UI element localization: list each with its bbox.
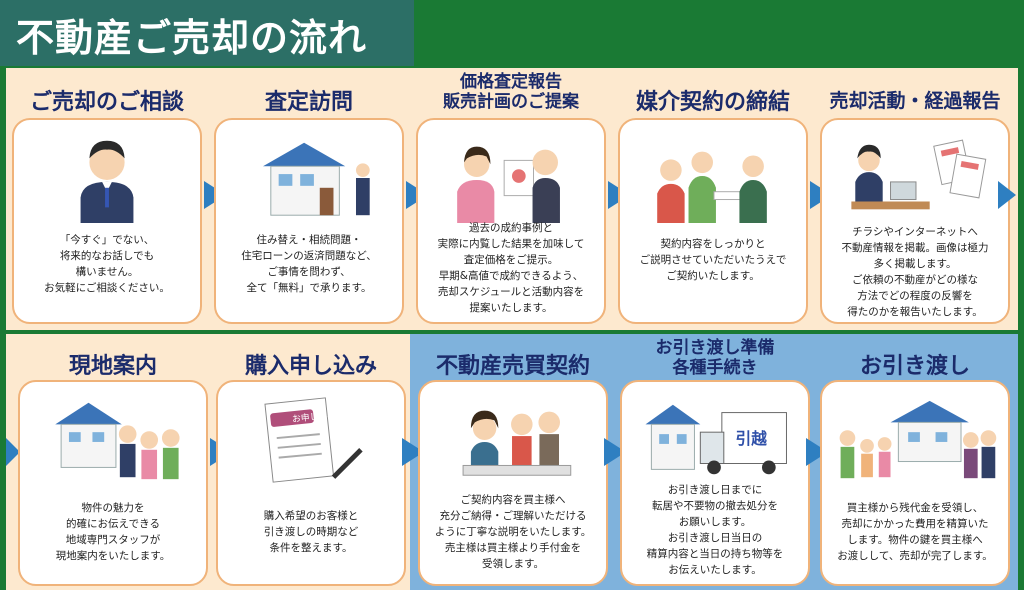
step-title: ご売却のご相談 (29, 90, 184, 115)
step-title: 価格査定報告 販売計画のご提案 (443, 72, 579, 112)
step-title: お引き渡し (859, 354, 970, 379)
step-card: 物件の魅力を 的確にお伝えできる 地域専門スタッフが 現地案内をいたします。 (18, 380, 208, 586)
step-description: チラシやインターネットへ 不動産情報を掲載。画像は極力 多く掲載します。 ご依頼… (841, 226, 989, 318)
step-card: 過去の成約事例と 実際に内覧した結果を加味して 査定価格をご提示。 早期&高値で… (416, 118, 606, 324)
step-card: 契約内容をしっかりと ご説明させていただいたうえで ご契約いたします。 (618, 118, 808, 324)
step-description: 買主様から残代金を受領し、 売却にかかった費用を精算いた します。物件の鍵を買主… (837, 502, 993, 562)
handover-family-illustration (839, 400, 997, 479)
step-description: お引き渡し日までに 転居や不要物の撤去処分を お願いします。 お引き渡し日当日の… (646, 484, 784, 576)
step-description: 物件の魅力を 的確にお伝えできる 地域専門スタッフが 現地案内をいたします。 (55, 502, 171, 562)
step-brokerage-contract: 媒介契約の締結 契約内容をしっかりと ご説明させていただいたうえで ご契約いたし… (618, 68, 808, 330)
step-consultation: ご売却のご相談 「今すぐ」でない、 将来的なお話しでも 構いません。 お気軽にご… (12, 68, 202, 330)
step-title: 査定訪問 (264, 90, 353, 115)
step-card: お申し込み 購入希望のお客様と 引き渡しの時期など 条件を整えます。 (216, 380, 406, 586)
step-handover-preparation: お引き渡し準備 各種手続き 引越 お引き渡し日までに 転居や不要物の撤去処分を … (620, 334, 810, 590)
step-description: 契約内容をしっかりと ご説明させていただいたうえで ご契約いたします。 (639, 238, 787, 282)
header-bar: 不動産ご売却の流れ (0, 0, 1024, 68)
title-tab: 不動産ご売却の流れ (0, 0, 414, 66)
step-valuation-report: 価格査定報告 販売計画のご提案 過去の成約事例と 実際に内覧した結果を加味して … (416, 68, 606, 330)
flow-row-2: 現地案内 物件の魅力を 的確にお伝えできる 地域専門スタッフが 現地案内をいたし… (6, 334, 1018, 590)
contract-signing-illustration (462, 410, 572, 476)
site-tour-illustration (55, 402, 180, 480)
step-visit: 査定訪問 住み替え・相続問題・ 住宅ローンの返済問題など、 ご事情を問わず、 全… (214, 68, 404, 330)
arrow-right-icon (6, 438, 20, 466)
step-sales-contract: 不動産売買契約 ご契約内容を買主様へ 充分ご納得・ご理解いただける ように丁寧な… (418, 334, 608, 590)
step-card: ご契約内容を買主様へ 充分ご納得・ご理解いただける ように丁寧な説明をいたします… (418, 380, 608, 586)
flow-row-1: ご売却のご相談 「今すぐ」でない、 将来的なお話しでも 構いません。 お気軽にご… (6, 68, 1018, 330)
step-sales-activity: 売却活動・経過報告 チラシやインターネットへ 不動産情報を掲載。画像は極力 多く… (820, 68, 1010, 330)
step-description: 購入希望のお客様と 引き渡しの時期など 条件を整えます。 (263, 510, 359, 554)
arrow-right-icon (998, 181, 1016, 209)
step-title: 購入申し込み (244, 354, 377, 379)
step-description: 住み替え・相続問題・ 住宅ローンの返済問題など、 ご事情を問わず、 全て「無料」… (241, 234, 377, 294)
moving-truck-illustration: 引越 (645, 404, 787, 475)
step-title: 売却活動・経過報告 (829, 90, 1001, 112)
businessman-illustration (80, 140, 134, 224)
step-title: 現地案内 (68, 354, 157, 379)
application-form-illustration: お申し込み (264, 397, 363, 483)
step-title: お引き渡し準備 各種手続き (655, 338, 775, 378)
step-card: 買主様から残代金を受領し、 売却にかかった費用を精算いた します。物件の鍵を買主… (820, 380, 1010, 586)
step-purchase-application: 購入申し込み お申し込み 購入希望のお客様と 引き渡しの時期など 条件を整えます… (216, 334, 406, 590)
truck-label: 引越 (736, 429, 768, 448)
step-description: 過去の成約事例と 実際に内覧した結果を加味して 査定価格をご提示。 早期&高値で… (437, 222, 585, 314)
step-title: 媒介契約の締結 (635, 90, 790, 115)
step-card: 住み替え・相続問題・ 住宅ローンの返済問題など、 ご事情を問わず、 全て「無料」… (214, 118, 404, 324)
advertising-illustration (851, 139, 987, 210)
step-handover: お引き渡し 買主様から残代金を受領し、 売却にかかった費用を精算いた します。物… (820, 334, 1010, 590)
step-card: 「今すぐ」でない、 将来的なお話しでも 構いません。 お気軽にご相談ください。 (12, 118, 202, 324)
meeting-illustration (657, 151, 767, 224)
page-title: 不動産ご売却の流れ (16, 16, 368, 60)
step-site-tour: 現地案内 物件の魅力を 的確にお伝えできる 地域専門スタッフが 現地案内をいたし… (18, 334, 208, 590)
step-card: 引越 お引き渡し日までに 転居や不要物の撤去処分を お願いします。 お引き渡し日… (620, 380, 810, 586)
step-title: 不動産売買契約 (435, 354, 590, 379)
presentation-illustration (457, 146, 560, 224)
step-description: ご契約内容を買主様へ 充分ご納得・ご理解いただける ように丁寧な説明をいたします… (434, 494, 592, 570)
house-visit-illustration (262, 142, 370, 216)
step-description: 「今すぐ」でない、 将来的なお話しでも 構いません。 お気軽にご相談ください。 (44, 234, 170, 294)
step-card: チラシやインターネットへ 不動産情報を掲載。画像は極力 多く掲載します。 ご依頼… (820, 118, 1010, 324)
